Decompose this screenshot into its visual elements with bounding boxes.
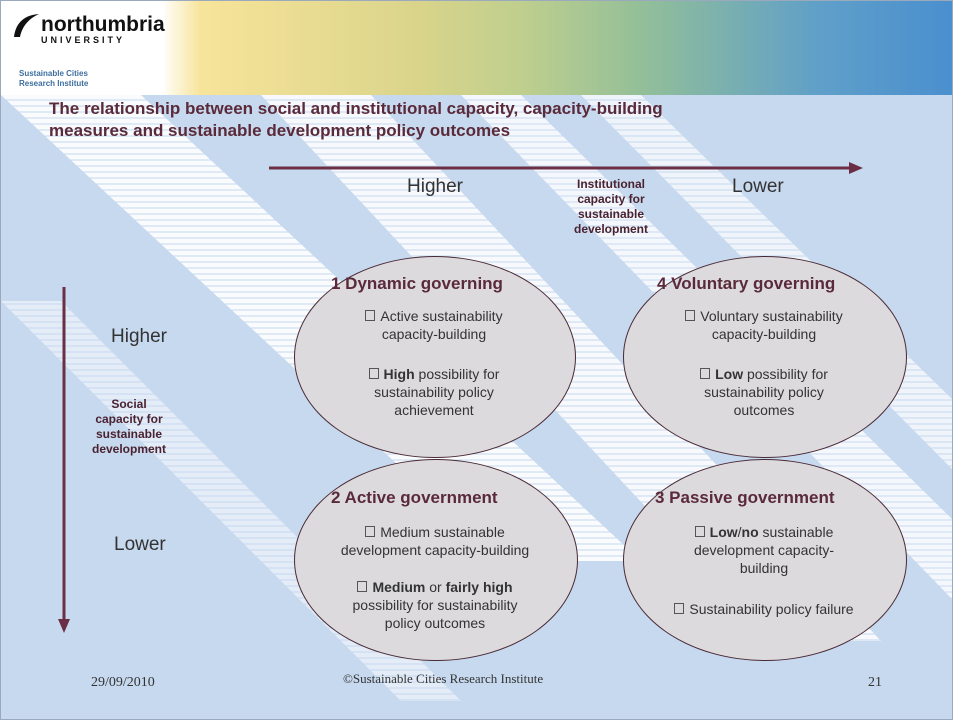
axis-label-line: sustainable xyxy=(95,427,163,441)
institutional-higher-label: Higher xyxy=(407,176,463,197)
quadrant-3-point-1: Low/no sustainable development capacity-… xyxy=(633,523,895,577)
text-line: achievement xyxy=(394,402,474,418)
text-line: Voluntary sustainability xyxy=(700,308,843,324)
social-lower-label: Lower xyxy=(114,534,166,555)
quadrant-3-heading: 3 Passive government xyxy=(655,488,835,507)
bullet-box-icon xyxy=(694,526,705,537)
emphasis: Low xyxy=(709,524,738,540)
text-line: development capacity-building xyxy=(340,542,530,558)
bullet-box-icon xyxy=(357,581,368,592)
emphasis: Medium xyxy=(372,579,426,595)
axis-label-line: development xyxy=(91,442,166,456)
text-line: Sustainability policy failure xyxy=(689,601,854,617)
quadrant-1-point-1: Active sustainability capacity-building xyxy=(304,307,564,343)
quadrant-2-point-1: Medium sustainable development capacity-… xyxy=(304,523,566,559)
text-line: Active sustainability xyxy=(380,308,503,324)
quadrant-3-point-2: Sustainability policy failure xyxy=(633,600,895,618)
text-line: possibility for sustainability xyxy=(352,597,518,613)
axis-label-line: Social xyxy=(111,397,147,411)
footer-page-number: 21 xyxy=(868,675,882,690)
text-line: capacity-building xyxy=(381,326,487,342)
text-line: sustainable xyxy=(758,524,834,540)
text-line: sustainability policy xyxy=(704,384,824,400)
quadrant-4-point-1: Voluntary sustainability capacity-buildi… xyxy=(633,307,895,343)
institutional-capacity-label: Institutional capacity for sustainable d… xyxy=(556,177,666,237)
bullet-box-icon xyxy=(700,368,711,379)
quadrant-1-point-2: High possibility for sustainability poli… xyxy=(304,365,564,419)
institutional-lower-label: Lower xyxy=(732,176,784,197)
text-line: development capacity- xyxy=(693,542,835,558)
axis-label-line: capacity for xyxy=(95,412,163,426)
emphasis: Low xyxy=(715,366,744,382)
logo: northumbria UNIVERSITY Sustainable Citie… xyxy=(5,5,165,91)
quadrant-1-ellipse xyxy=(294,256,576,458)
quadrant-1-heading: 1 Dynamic governing xyxy=(331,274,503,293)
footer-date: 29/09/2010 xyxy=(91,675,155,690)
social-higher-label: Higher xyxy=(111,326,167,347)
title-line: measures and sustainable development pol… xyxy=(49,121,511,140)
quadrant-2-ellipse xyxy=(294,459,578,661)
slide-title: The relationship between social and inst… xyxy=(49,98,869,142)
text-line: building xyxy=(739,560,789,576)
title-line: The relationship between social and inst… xyxy=(49,99,663,118)
text-line: sustainability policy xyxy=(374,384,494,400)
bullet-box-icon xyxy=(365,310,376,321)
quadrant-2-heading: 2 Active government xyxy=(331,488,498,507)
logo-university: UNIVERSITY xyxy=(41,35,126,45)
logo-institute-line1: Sustainable Cities xyxy=(19,69,88,78)
vertical-arrowhead xyxy=(58,619,70,633)
northumbria-logo-icon xyxy=(14,14,39,37)
axis-label-line: development xyxy=(573,222,648,236)
text-line: Medium sustainable xyxy=(380,524,505,540)
footer-copyright: ©Sustainable Cities Research Institute xyxy=(343,671,544,686)
social-capacity-label: Social capacity for sustainable developm… xyxy=(74,397,184,457)
quadrant-4-ellipse xyxy=(623,256,907,458)
quadrant-4-heading: 4 Voluntary governing xyxy=(657,274,836,293)
text-line: outcomes xyxy=(733,402,795,418)
emphasis: fairly high xyxy=(445,579,513,595)
axis-label-line: sustainable xyxy=(577,207,645,221)
text-line: possibility for xyxy=(743,366,828,382)
bullet-box-icon xyxy=(368,368,379,379)
text-line: possibility for xyxy=(414,366,500,382)
bullet-box-icon xyxy=(685,310,696,321)
text-line: or xyxy=(425,579,446,595)
text-line: policy outcomes xyxy=(384,615,486,631)
emphasis: no xyxy=(741,524,759,540)
text-line: / xyxy=(737,524,742,540)
quadrant-2-point-2: Medium or fairly high possibility for su… xyxy=(304,578,566,632)
logo-name: northumbria xyxy=(41,13,165,36)
emphasis: High xyxy=(383,366,415,382)
horizontal-arrowhead xyxy=(849,162,863,174)
text-line: capacity-building xyxy=(711,326,817,342)
logo-institute-line2: Research Institute xyxy=(19,79,89,88)
bullet-box-icon xyxy=(365,526,376,537)
quadrant-4-point-2: Low possibility for sustainability polic… xyxy=(633,365,895,419)
axis-label-line: Institutional xyxy=(577,177,645,191)
axis-label-line: capacity for xyxy=(577,192,645,206)
quadrant-3-ellipse xyxy=(623,459,907,661)
bullet-box-icon xyxy=(674,603,685,614)
